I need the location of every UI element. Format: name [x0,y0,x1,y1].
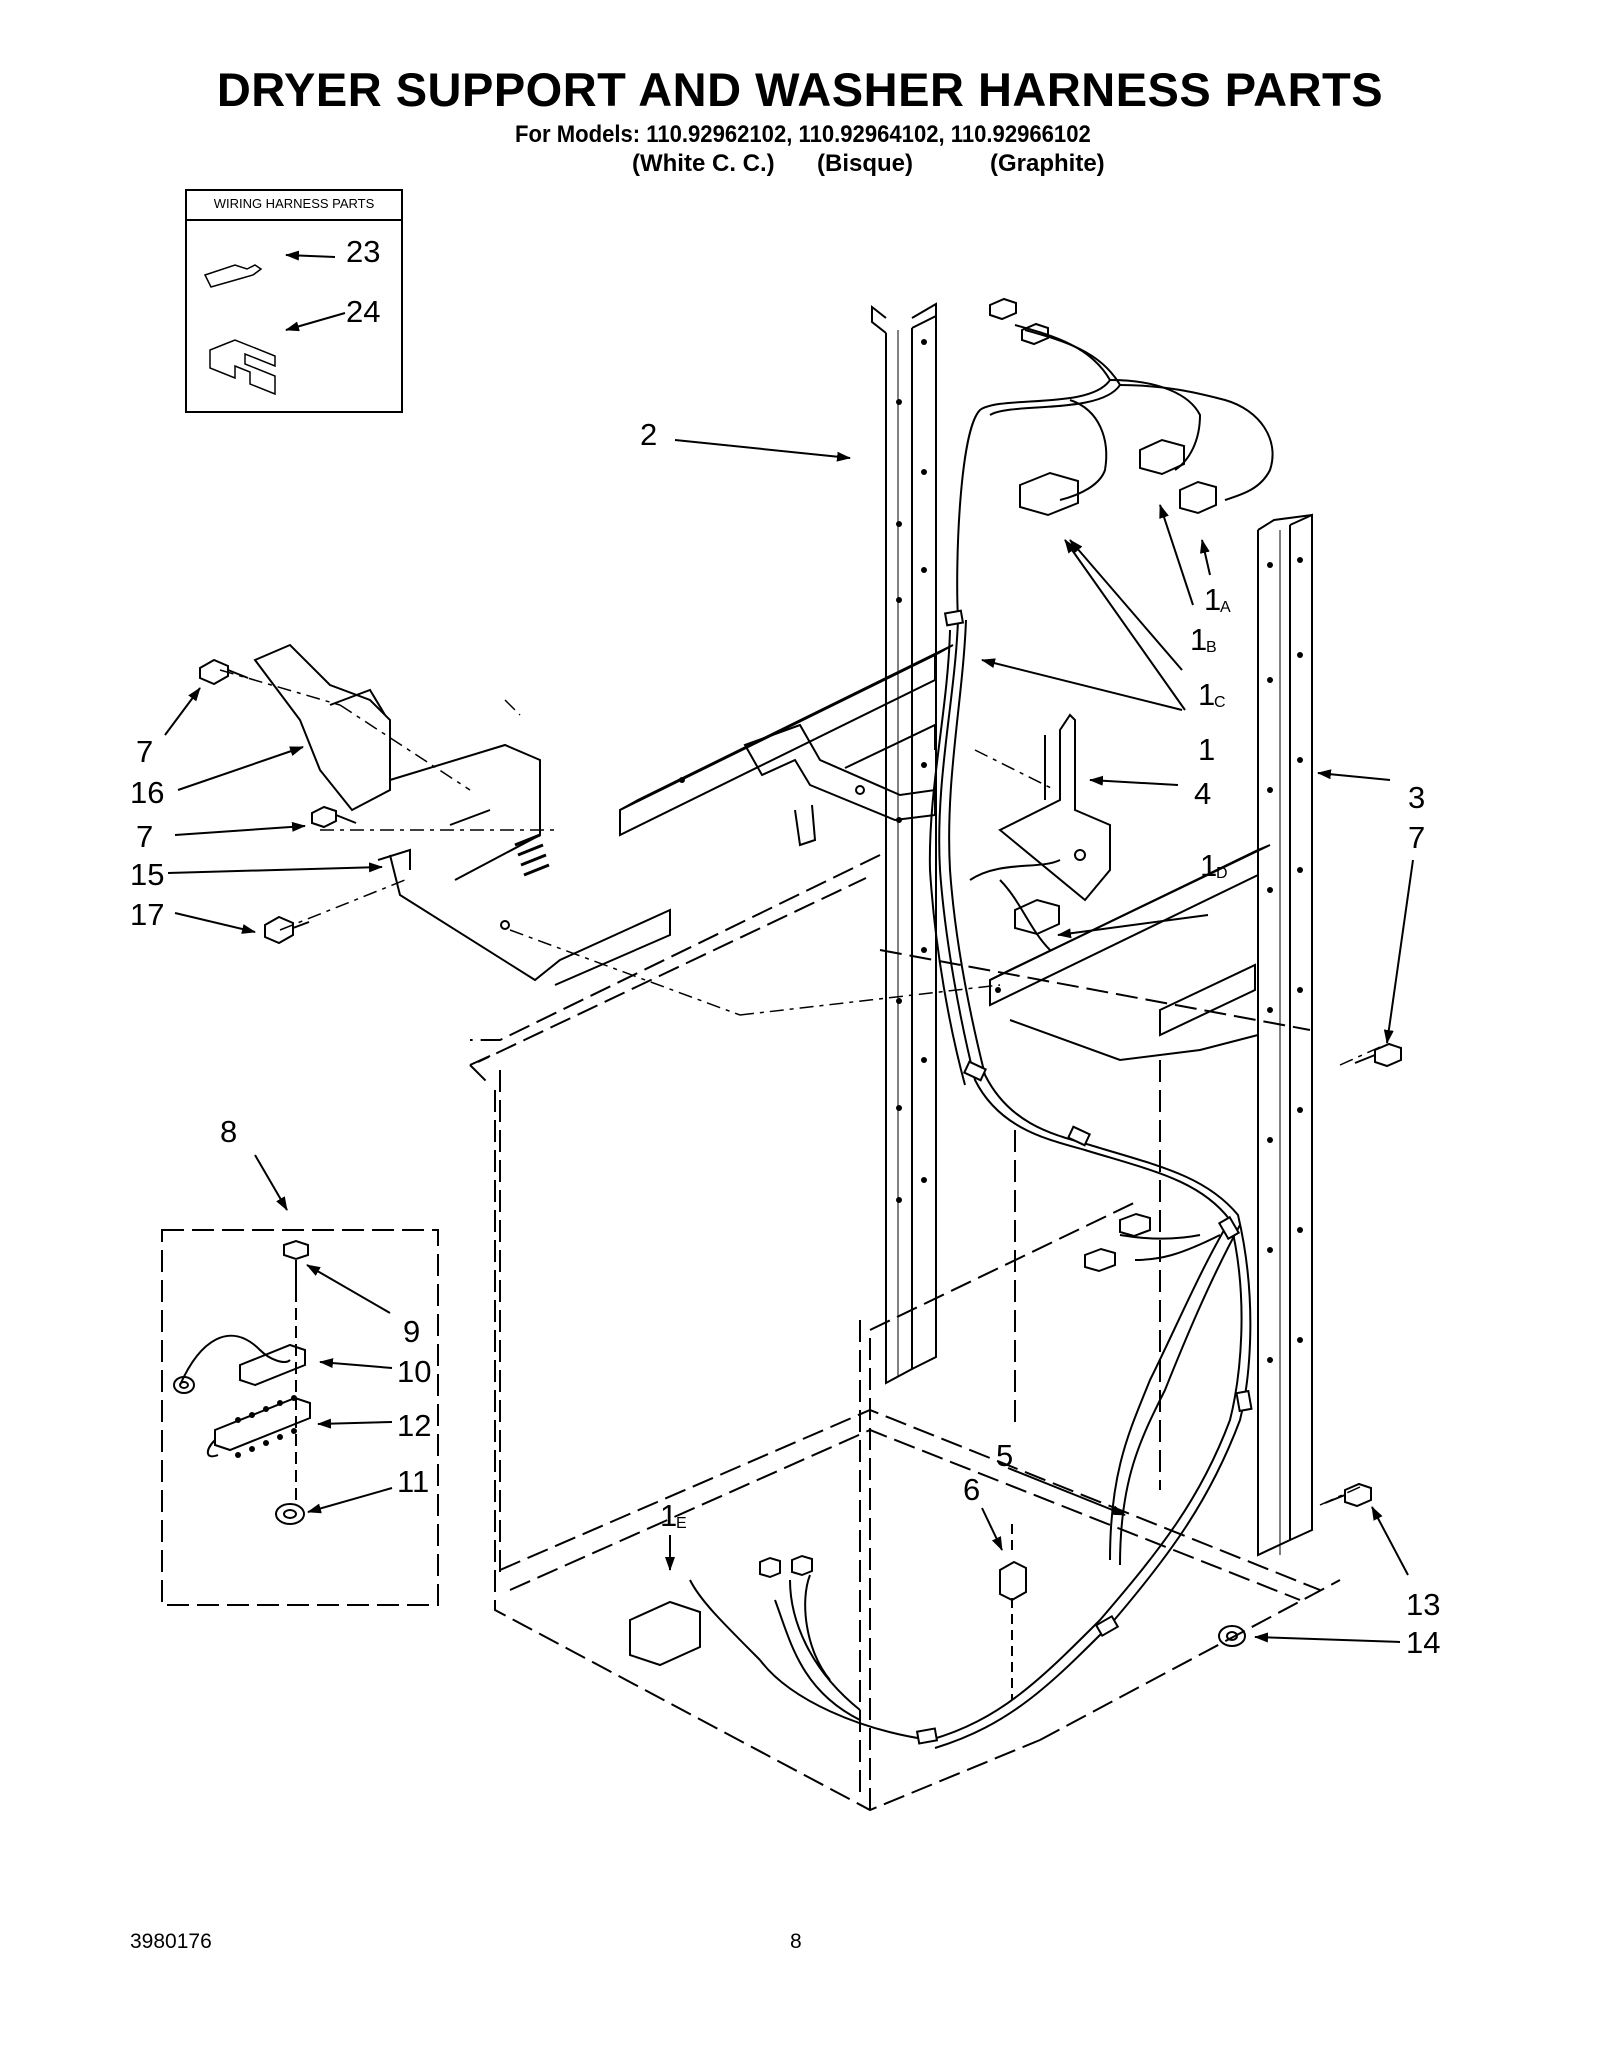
arrow-24 [285,312,346,332]
document-number: 3980176 [130,1930,212,1953]
callout-9: 9 [403,1314,420,1349]
callout-1: 1 [1198,732,1215,767]
nut-14 [1218,1625,1246,1647]
wiring-harness-inset [185,189,403,413]
callout-8: 8 [220,1114,237,1149]
callout-1d-sub: D [1216,865,1228,882]
callout-15: 15 [130,857,164,892]
callout-1d: 1 [1200,848,1217,883]
callout-7-left-top: 7 [136,734,153,769]
callout-1b-sub: B [1206,639,1217,656]
clip-6 [999,1520,1027,1700]
bracket-4 [998,713,1111,902]
callout-17: 17 [130,897,164,932]
callout-12: 12 [397,1408,431,1443]
washer-harness-wires [689,324,1274,1749]
callout-4: 4 [1194,776,1211,811]
callout-14: 14 [1406,1625,1440,1660]
screw-13 [1324,1482,1372,1508]
model-numbers: For Models: 110.92962102, 110.92964102, … [515,121,1091,148]
callout-1b: 1 [1190,622,1207,657]
color-white: (White C. C.) [632,150,775,177]
callout-1c-sub: C [1214,694,1226,711]
washer-cabinet-outline [469,854,1341,1812]
left-cross-rail [619,644,954,847]
callout-11: 11 [397,1464,429,1499]
callout-1e-sub: E [676,1515,687,1532]
arrow-23 [285,250,336,261]
callout-5: 5 [996,1438,1013,1473]
right-dryer-support [1257,513,1313,1557]
left-dryer-support [871,302,937,1385]
screw-7-mid [311,805,357,829]
screw-17 [264,915,310,945]
wire-ties [915,609,1253,1745]
callout-1c: 1 [1198,677,1215,712]
callout-24: 24 [346,294,380,329]
harness-connectors [629,297,1217,1667]
callout-1e: 1 [660,1498,677,1533]
callout-1a-sub: A [1220,599,1231,616]
shelf-bracket [253,643,671,986]
color-bisque: (Bisque) [817,150,913,177]
screw-7-right [1354,1042,1402,1068]
callout-2: 2 [640,417,657,452]
screw-7-top [199,658,249,686]
color-graphite: (Graphite) [990,150,1105,177]
callout-1a: 1 [1204,582,1221,617]
callout-7-right: 7 [1408,820,1425,855]
inset-title: WIRING HARNESS PARTS [213,196,375,211]
callout-arrows [164,439,1414,1643]
callout-3: 3 [1408,780,1425,815]
page-title: DRYER SUPPORT AND WASHER HARNESS PARTS [216,63,1384,116]
callout-7-left: 7 [136,819,153,854]
callout-13: 13 [1406,1587,1440,1622]
ground-strap-inset [161,1229,439,1606]
callout-16: 16 [130,775,164,810]
callout-6: 6 [963,1472,980,1507]
callout-23: 23 [346,234,380,269]
right-cross-rail [989,844,1271,1062]
callout-10: 10 [397,1354,431,1389]
page-number: 8 [790,1930,802,1953]
